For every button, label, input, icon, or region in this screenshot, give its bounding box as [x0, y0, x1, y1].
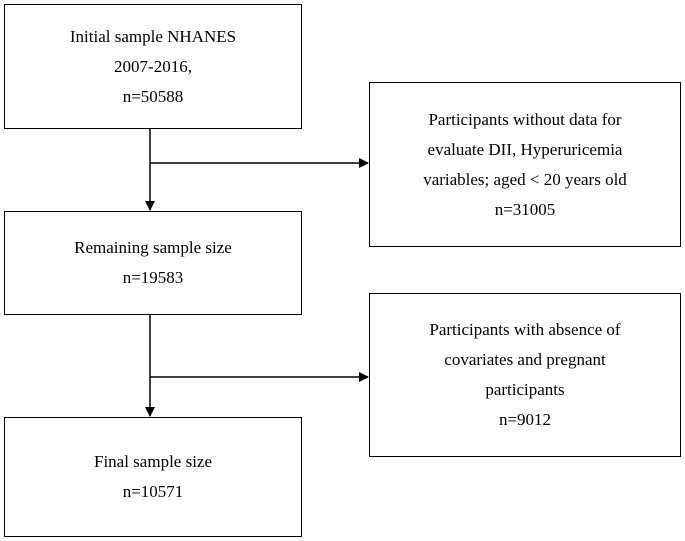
initial-sample-line-1: Initial sample NHANES [69, 26, 237, 46]
exclusion-1-line-3: variables; aged < 20 years old [423, 169, 627, 189]
final-sample-box: Final sample size n=10571 [4, 417, 302, 537]
remaining-sample-box: Remaining sample size n=19583 [4, 211, 302, 315]
exclusion-2-box: Participants with absence of covariates … [369, 293, 681, 457]
remaining-sample-line-1: Remaining sample size [74, 238, 232, 257]
initial-sample-count: n=50588 [122, 86, 184, 106]
exclusion-1-line-2: evaluate DII, Hyperuricemia [427, 139, 623, 159]
exclusion-2-count: n=9012 [498, 410, 552, 429]
remaining-sample-count: n=19583 [122, 268, 184, 287]
initial-sample-line-2: 2007-2016, [114, 56, 192, 76]
exclusion-1-count: n=31005 [494, 199, 556, 219]
final-sample-line-1: Final sample size [93, 452, 213, 471]
exclusion-1-line-1: Participants without data for [428, 109, 622, 129]
exclusion-1-box: Participants without data for evaluate D… [369, 82, 681, 247]
final-sample-count: n=10571 [122, 482, 184, 501]
exclusion-2-line-1: Participants with absence of [429, 320, 621, 339]
exclusion-2-line-2: covariates and pregnant [444, 350, 606, 369]
initial-sample-box: Initial sample NHANES 2007-2016, n=50588 [4, 4, 302, 129]
exclusion-2-line-3: participants [485, 380, 565, 399]
